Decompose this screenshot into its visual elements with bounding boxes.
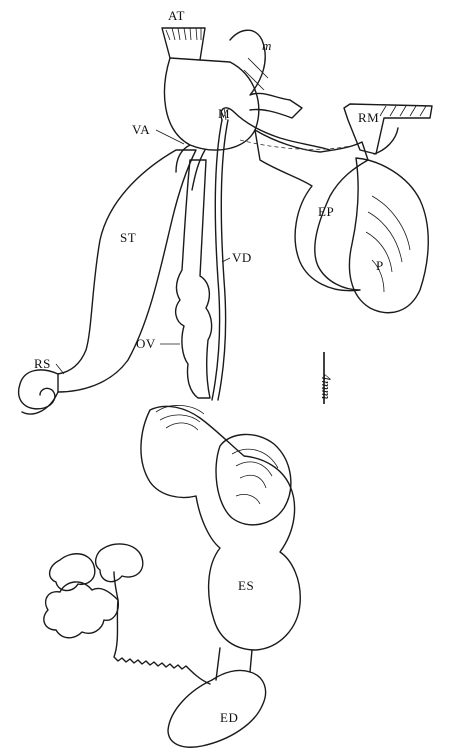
label-AT: AT <box>168 8 185 23</box>
atrium <box>162 28 259 150</box>
leader-lines <box>56 108 230 374</box>
vagina <box>176 145 205 190</box>
hermaphrodite-gland <box>168 648 266 747</box>
label-VD: VD <box>232 250 252 265</box>
label-P: P <box>376 258 384 273</box>
label-VA: VA <box>132 122 150 137</box>
label-ES: ES <box>238 578 254 593</box>
scale-bar-label: 4mm <box>319 374 334 399</box>
scale-bar: 4mm <box>319 352 334 404</box>
label-ED: ED <box>220 710 238 725</box>
spermatheca-stalk <box>58 150 196 392</box>
ovotestis <box>44 544 143 638</box>
albumen-gland <box>141 405 300 650</box>
label-RS: RS <box>34 356 51 371</box>
hermaphrodite-duct <box>114 600 210 684</box>
label-RM: RM <box>358 110 379 125</box>
label-OV: OV <box>136 336 156 351</box>
label-m: m <box>262 38 272 53</box>
oviduct <box>176 160 212 398</box>
receptaculum-seminis <box>19 370 58 414</box>
penis <box>349 158 428 313</box>
label-ST: ST <box>120 230 136 245</box>
label-EP: EP <box>318 204 334 219</box>
